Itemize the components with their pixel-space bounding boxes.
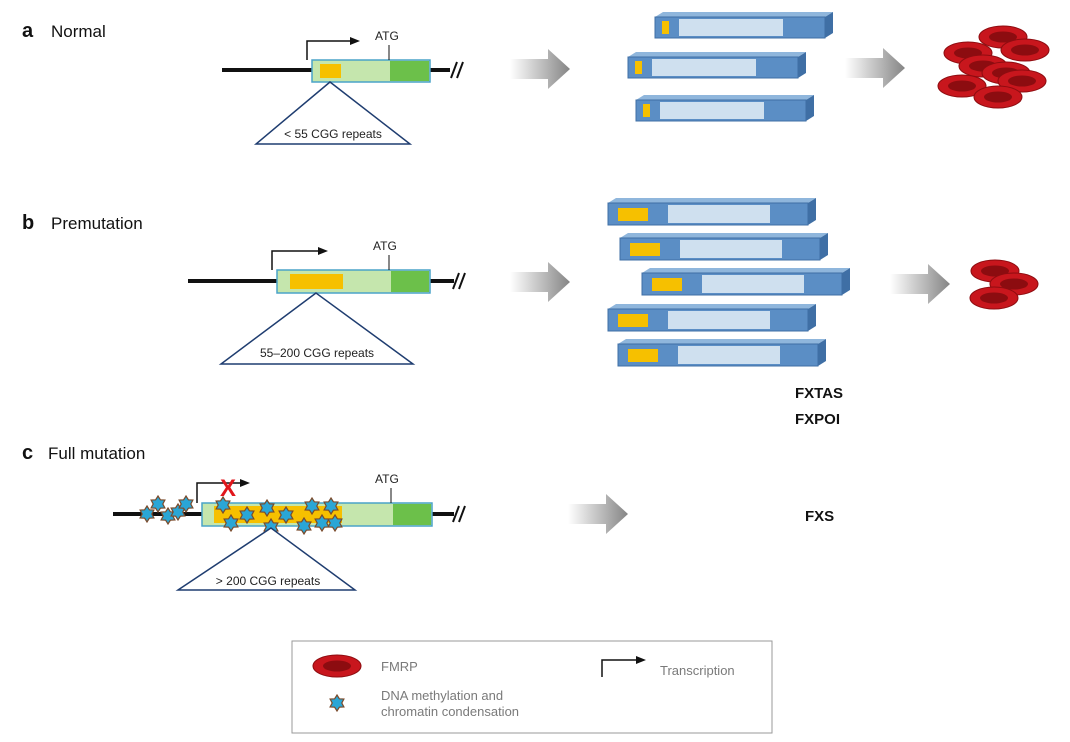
- translation-arrow-icon: [845, 48, 905, 88]
- coding-region: [391, 271, 429, 292]
- repeat-triangle: [175, 527, 358, 591]
- expression-arrow-icon: [510, 49, 570, 89]
- legend: FMRP DNA methylation and chromatin conde…: [291, 640, 773, 734]
- panel-a: a Normal ATG < 55 CGG repeats: [22, 11, 1050, 145]
- panel-b: b Premutation ATG 55–200 CGG repeats: [22, 197, 1039, 428]
- coding-region: [393, 504, 431, 525]
- translation-arrow-icon: [890, 264, 950, 304]
- legend-transcription-label: Transcription: [660, 663, 735, 678]
- mrna-stack-premutation: [607, 197, 851, 367]
- panel-a-letter: a: [22, 20, 34, 42]
- atg-label: ATG: [375, 472, 399, 486]
- atg-label: ATG: [373, 239, 397, 253]
- coding-region: [390, 61, 429, 81]
- expression-arrow-icon: [510, 262, 570, 302]
- fmrp-icon: [1000, 38, 1050, 62]
- panel-a-title: Normal: [51, 22, 106, 41]
- legend-methylation-label-1: DNA methylation and: [381, 688, 503, 703]
- legend-fmrp-label: FMRP: [381, 659, 418, 674]
- legend-transcription-icon: [601, 656, 646, 677]
- panel-c: c Full mutation X ATG: [22, 442, 834, 591]
- fmrp-icon: [312, 654, 362, 678]
- fmrp-icon: [969, 286, 1019, 310]
- legend-methylation-label-2: chromatin condensation: [381, 704, 519, 719]
- repeat-count-label: > 200 CGG repeats: [216, 574, 320, 588]
- mrna-bar: [627, 51, 807, 79]
- repeat-triangle: [253, 81, 413, 145]
- expression-arrow-icon: [568, 494, 628, 534]
- break-mark: [452, 272, 460, 290]
- outcome-fxpoi: FXPOI: [795, 411, 840, 428]
- fmrp-icon: [973, 85, 1023, 109]
- transcription-arrow-icon: [196, 482, 240, 503]
- mrna-bar: [654, 11, 834, 39]
- fmrp-cells-normal: [937, 25, 1050, 109]
- gene-normal: ATG < 55 CGG repeats: [222, 29, 464, 145]
- fmrp-cells-premutation: [969, 259, 1039, 310]
- outcome-fxtas: FXTAS: [795, 385, 843, 402]
- transcription-arrow-icon: [271, 250, 318, 270]
- legend-box: [291, 640, 773, 734]
- repeat-count-label: 55–200 CGG repeats: [260, 346, 374, 360]
- break-mark: [452, 505, 460, 523]
- mrna-bar: [635, 94, 815, 122]
- cgg-repeat-region: [290, 274, 343, 289]
- blocked-transcription-x: X: [220, 475, 236, 502]
- gene-full-mutation: X ATG > 200 CG: [113, 472, 466, 591]
- gene-premutation: ATG 55–200 CGG repeats: [188, 239, 466, 365]
- panel-b-letter: b: [22, 212, 34, 234]
- panel-b-title: Premutation: [51, 214, 143, 233]
- panel-c-letter: c: [22, 442, 33, 464]
- break-mark: [450, 61, 458, 79]
- panel-c-title: Full mutation: [48, 444, 145, 463]
- mrna-stack-normal: [627, 11, 834, 122]
- atg-label: ATG: [375, 29, 399, 43]
- outcome-fxs: FXS: [805, 508, 834, 525]
- repeat-triangle: [218, 292, 416, 365]
- repeat-count-label: < 55 CGG repeats: [284, 127, 382, 141]
- cgg-repeat-region: [320, 64, 341, 78]
- transcription-arrow-icon: [306, 40, 350, 60]
